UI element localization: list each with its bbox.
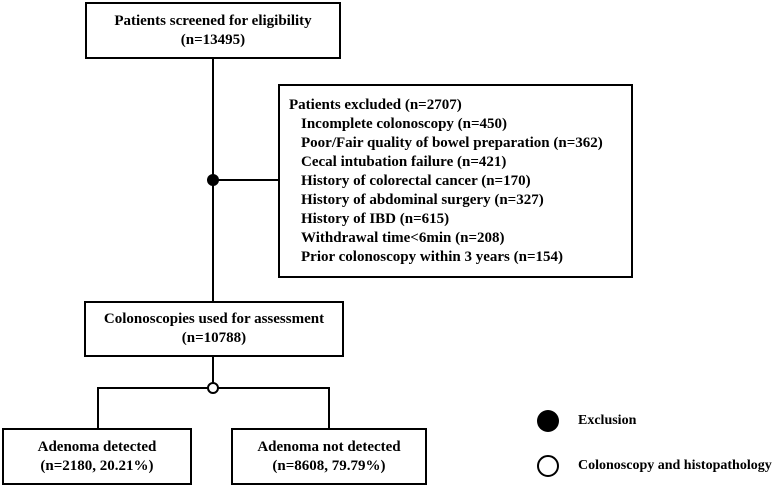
histopathology-junction-dot (207, 382, 219, 394)
screening-count: (n=13495) (180, 31, 246, 48)
assessment-title: Colonoscopies used for assessment (103, 311, 325, 327)
exclusion-item: History of IBD (n=615) (301, 211, 450, 227)
legend-exclusion-dot (537, 410, 559, 432)
exclusion-item: Cecal intubation failure (n=421) (301, 154, 507, 170)
adenoma-detected-box: Adenoma detected (n=2180, 20.21%) (2, 428, 192, 485)
screening-title: Patients screened for eligibility (114, 12, 312, 29)
legend-exclusion-label: Exclusion (578, 413, 637, 428)
not-detected-title: Adenoma not detected (257, 438, 401, 455)
connector-to-detected (97, 387, 99, 429)
exclusion-item: Withdrawal time<6min (n=208) (301, 230, 505, 246)
connector-assessment-down (212, 356, 214, 388)
screening-box: Patients screened for eligibility (n=134… (85, 2, 341, 59)
exclusion-list: Incomplete colonoscopy (n=450) Poor/Fair… (289, 115, 631, 267)
detected-count: (n=2180, 20.21%) (40, 457, 154, 474)
connector-to-exclusion (213, 179, 278, 181)
exclusion-item: Prior colonoscopy within 3 years (n=154) (301, 249, 564, 265)
detected-title: Adenoma detected (37, 438, 157, 455)
exclusion-item: History of abdominal surgery (n=327) (301, 192, 544, 208)
not-detected-count: (n=8608, 79.79%) (272, 457, 386, 474)
assessment-count: (n=10788) (181, 330, 247, 346)
exclusion-item: History of colorectal cancer (n=170) (301, 173, 531, 189)
exclusion-item: Poor/Fair quality of bowel preparation (… (301, 135, 603, 151)
legend-colonoscopy-dot (537, 455, 559, 477)
legend-colonoscopy-label: Colonoscopy and histopathology (578, 458, 772, 473)
exclusion-junction-dot (207, 174, 219, 186)
adenoma-not-detected-box: Adenoma not detected (n=8608, 79.79%) (231, 428, 427, 485)
exclusion-title: Patients excluded (n=2707) (289, 97, 462, 113)
exclusion-item: Incomplete colonoscopy (n=450) (301, 116, 508, 132)
exclusion-box: Patients excluded (n=2707) Incomplete co… (278, 84, 633, 278)
connector-to-not-detected (328, 387, 330, 429)
assessment-box: Colonoscopies used for assessment (n=107… (84, 301, 344, 357)
